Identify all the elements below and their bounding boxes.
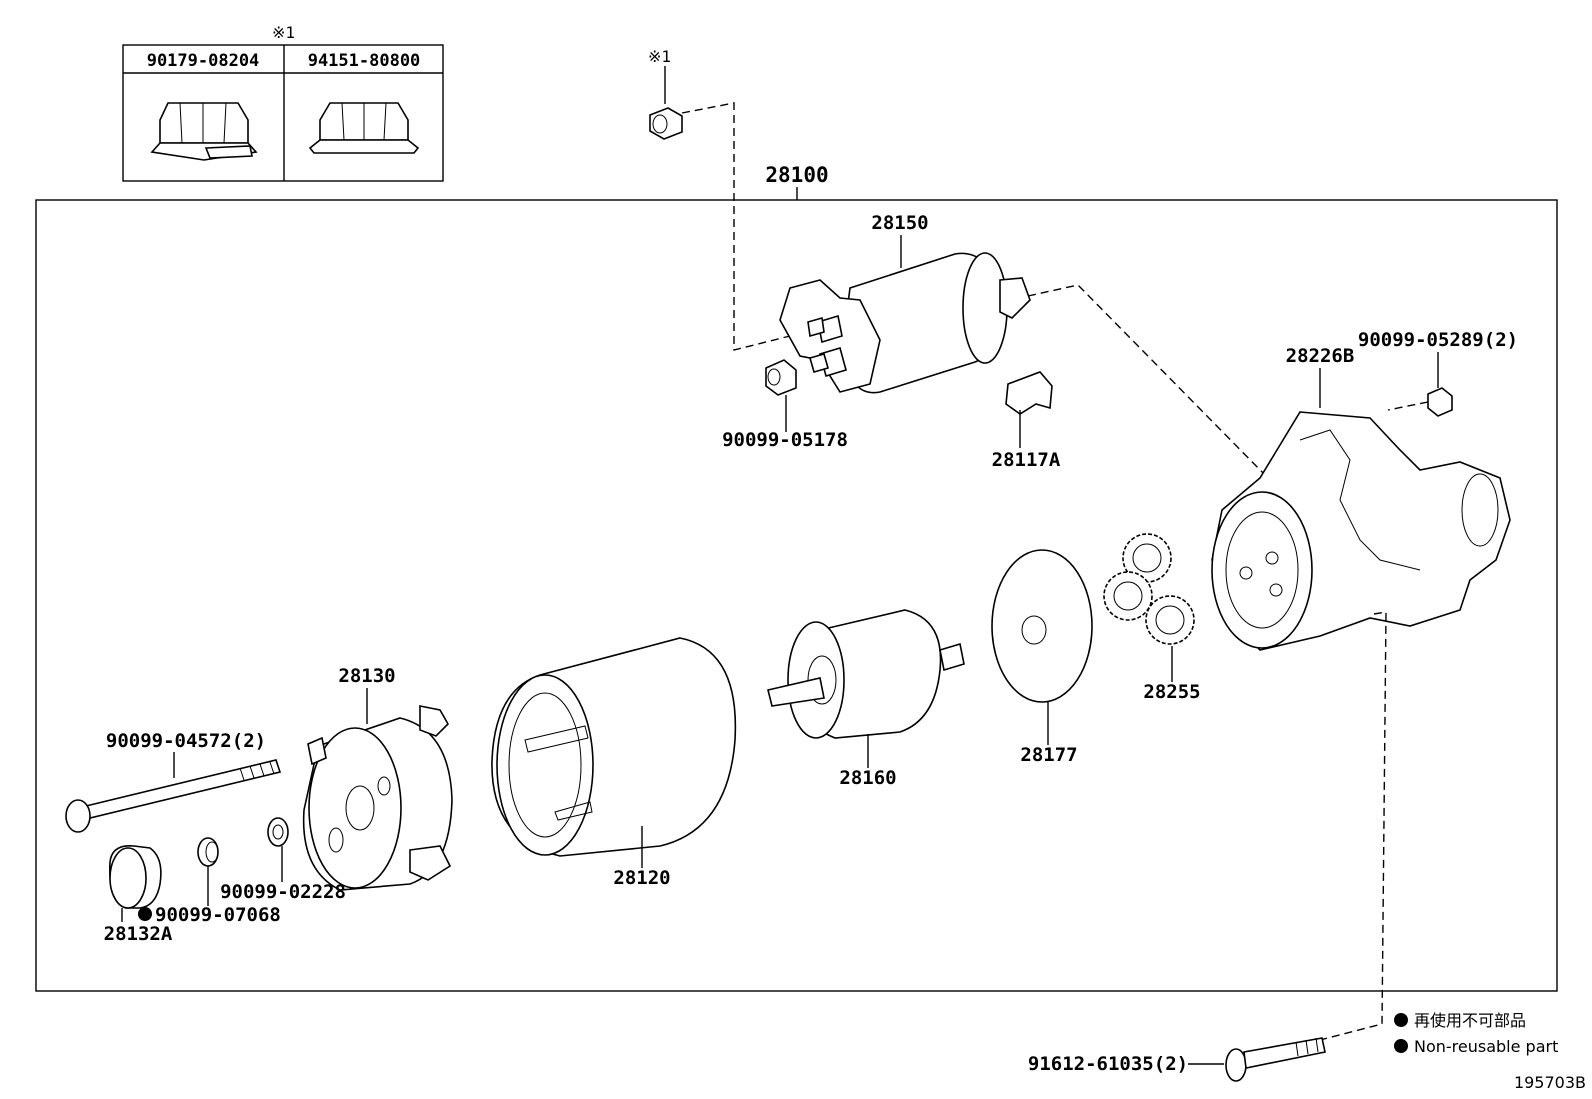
e-ring: 90099-07068	[138, 837, 281, 926]
part-label-28130: 28130	[338, 665, 395, 687]
nut-90099-05289: 90099-05289(2)	[1358, 329, 1518, 417]
part-label-91612-61035: 91612-61035(2)	[1028, 1053, 1188, 1075]
figure-id: 195703B	[1514, 1073, 1586, 1092]
solenoid-switch: 28150	[779, 212, 1031, 394]
part-label-28226B: 28226B	[1286, 345, 1355, 367]
part-label-90099-02228: 90099-02228	[220, 881, 346, 903]
mounting-bolt: 91612-61035(2)	[1028, 1037, 1326, 1082]
assembly-number: 28100	[765, 163, 828, 187]
planetary-gears: 28255	[1103, 533, 1201, 703]
inset-part-2: 94151-80800	[308, 51, 421, 71]
inset-mark: ※1	[272, 23, 295, 42]
yoke: 28120	[491, 637, 737, 889]
part-label-28132A: 28132A	[104, 923, 173, 945]
nut-90099-05178: 90099-05178	[722, 359, 848, 451]
non-reusable-marker-icon	[138, 907, 152, 921]
cap-28132A: 28132A	[104, 845, 173, 945]
part-label-90099-07068: 90099-07068	[155, 904, 281, 926]
through-bolt: 90099-04572(2)	[65, 730, 282, 833]
part-28117A: 28117A	[992, 371, 1061, 471]
part-label-90099-05289: 90099-05289(2)	[1358, 329, 1518, 351]
top-nut-mark: ※1	[648, 47, 671, 66]
part-label-28160: 28160	[839, 767, 896, 789]
part-label-28255: 28255	[1143, 681, 1200, 703]
legend-marker-icon	[1394, 1013, 1408, 1027]
part-label-90099-04572: 90099-04572(2)	[106, 730, 266, 752]
end-frame: 28130	[302, 665, 453, 891]
part-label-28150: 28150	[871, 212, 928, 234]
legend-en: Non-reusable part	[1414, 1037, 1558, 1056]
flange-nut-icon	[150, 102, 258, 161]
legend-marker-icon	[1394, 1039, 1408, 1053]
washer: 90099-02228	[220, 817, 346, 903]
armature: 28160	[767, 609, 965, 789]
part-label-28120: 28120	[613, 867, 670, 889]
legend-jp: 再使用不可部品	[1414, 1011, 1526, 1030]
inset-table: ※1 90179-08204 94151-80800	[122, 23, 444, 182]
inset-part-1: 90179-08204	[147, 51, 260, 71]
part-label-90099-05178: 90099-05178	[722, 429, 848, 451]
part-label-28117A: 28117A	[992, 449, 1061, 471]
part-label-28177: 28177	[1020, 744, 1077, 766]
top-nut-group: ※1	[648, 47, 791, 351]
flange-nut-icon	[308, 102, 420, 154]
nut-icon	[649, 107, 683, 140]
drive-housing: 28226B	[1211, 345, 1511, 651]
assembly-frame	[35, 199, 1558, 992]
legend: 再使用不可部品 Non-reusable part	[1394, 1011, 1558, 1056]
plate-28177: 28177	[991, 549, 1093, 766]
